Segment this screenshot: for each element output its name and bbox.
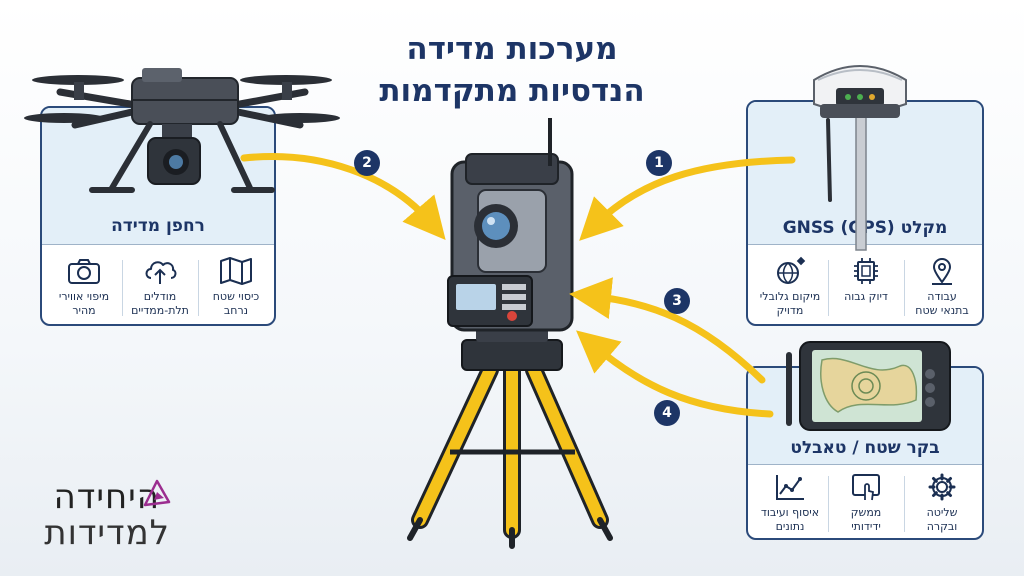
- cloud-upload-icon: [145, 261, 177, 284]
- title-line-2: הנדסיות מתקדמות: [379, 73, 645, 109]
- gnss-feature-separator: [904, 260, 905, 316]
- drone-card: רחפן מדידה כיסוי שטח נרחב מודלים תלת-ממד…: [40, 106, 276, 326]
- drone-feature-separator: [122, 260, 123, 316]
- globe-satellite-icon: [777, 256, 806, 284]
- title-line-1: מערכות מדידה: [406, 31, 618, 67]
- drone-feature-3: מיפוי אווירי מהיר: [42, 256, 126, 318]
- line-chart-icon: [776, 475, 804, 500]
- gnss-feature-2-label: דיוק גבוה: [844, 290, 888, 303]
- tablet-feature-1: שליטה ובקרה: [900, 472, 982, 534]
- drone-feature-3-label: מיפוי אווירי מהיר: [58, 290, 110, 317]
- chip-icon: [854, 258, 878, 284]
- folded-map-icon: [220, 257, 252, 285]
- arrow-2-path: [240, 153, 446, 240]
- page-title: מערכות מדידה הנדסיות מתקדמות: [300, 28, 724, 112]
- gnss-feature-1: עבודה בתנאי שטח: [900, 256, 982, 318]
- gnss-feature-1-label: עבודה בתנאי שטח: [915, 290, 969, 317]
- map-pin-icon: [932, 258, 952, 285]
- tablet-feature-separator: [904, 476, 905, 532]
- logo-line-2: למדידות: [44, 513, 170, 553]
- arrow-4-badge: 4: [654, 400, 680, 426]
- arrow-1-path: [579, 156, 796, 241]
- gear-icon: [928, 473, 956, 501]
- drone-feature-separator: [198, 260, 199, 316]
- touch-screen-icon: [852, 474, 880, 501]
- drone-feature-1: כיסוי שטח נרחב: [194, 256, 274, 318]
- arrow-4-path: [576, 330, 774, 418]
- field-tablet-illustration: [786, 341, 951, 431]
- tablet-card-heading: בקר שטח / טאבלט: [790, 438, 940, 458]
- drone-feature-2-label: מודלים תלת-ממדיים: [131, 290, 189, 317]
- tablet-feature-3: איסוף ועיבוד נתונים: [748, 472, 832, 534]
- gnss-feature-2: דיוק גבוה: [824, 256, 908, 304]
- gnss-feature-3: מיקום גלובלי מדויק: [748, 256, 832, 318]
- tablet-feature-2: ממשק ידידותי: [824, 472, 908, 534]
- logo-triangle-icon: [143, 479, 171, 507]
- gnss-feature-separator: [828, 260, 829, 316]
- tablet-feature-1-label: שליטה ובקרה: [926, 506, 958, 533]
- tablet-feature-2-label: ממשק ידידותי: [850, 506, 882, 533]
- arrow-3-badge: 3: [664, 288, 690, 314]
- tablet-card-divider: [748, 464, 982, 465]
- logo-line-1: היחידה: [53, 477, 160, 517]
- arrow-3-path: [569, 277, 766, 384]
- arrow-1-badge: 1: [646, 150, 672, 176]
- drone-feature-2: מודלים תלת-ממדיים: [118, 256, 202, 318]
- camera-icon: [68, 259, 100, 284]
- drone-feature-1-label: כיסוי שטח נרחב: [212, 290, 260, 317]
- drone-card-heading: רחפן מדידה: [111, 216, 205, 236]
- tablet-feature-separator: [828, 476, 829, 532]
- gnss-feature-3-label: מיקום גלובלי מדויק: [759, 290, 821, 317]
- gnss-receiver-illustration: [813, 65, 907, 251]
- tablet-feature-3-label: איסוף ועיבוד נתונים: [760, 506, 820, 533]
- arrow-2-badge: 2: [354, 150, 380, 176]
- total-station-illustration: [407, 118, 613, 549]
- drone-card-divider: [42, 244, 274, 245]
- drone-illustration: [24, 68, 340, 193]
